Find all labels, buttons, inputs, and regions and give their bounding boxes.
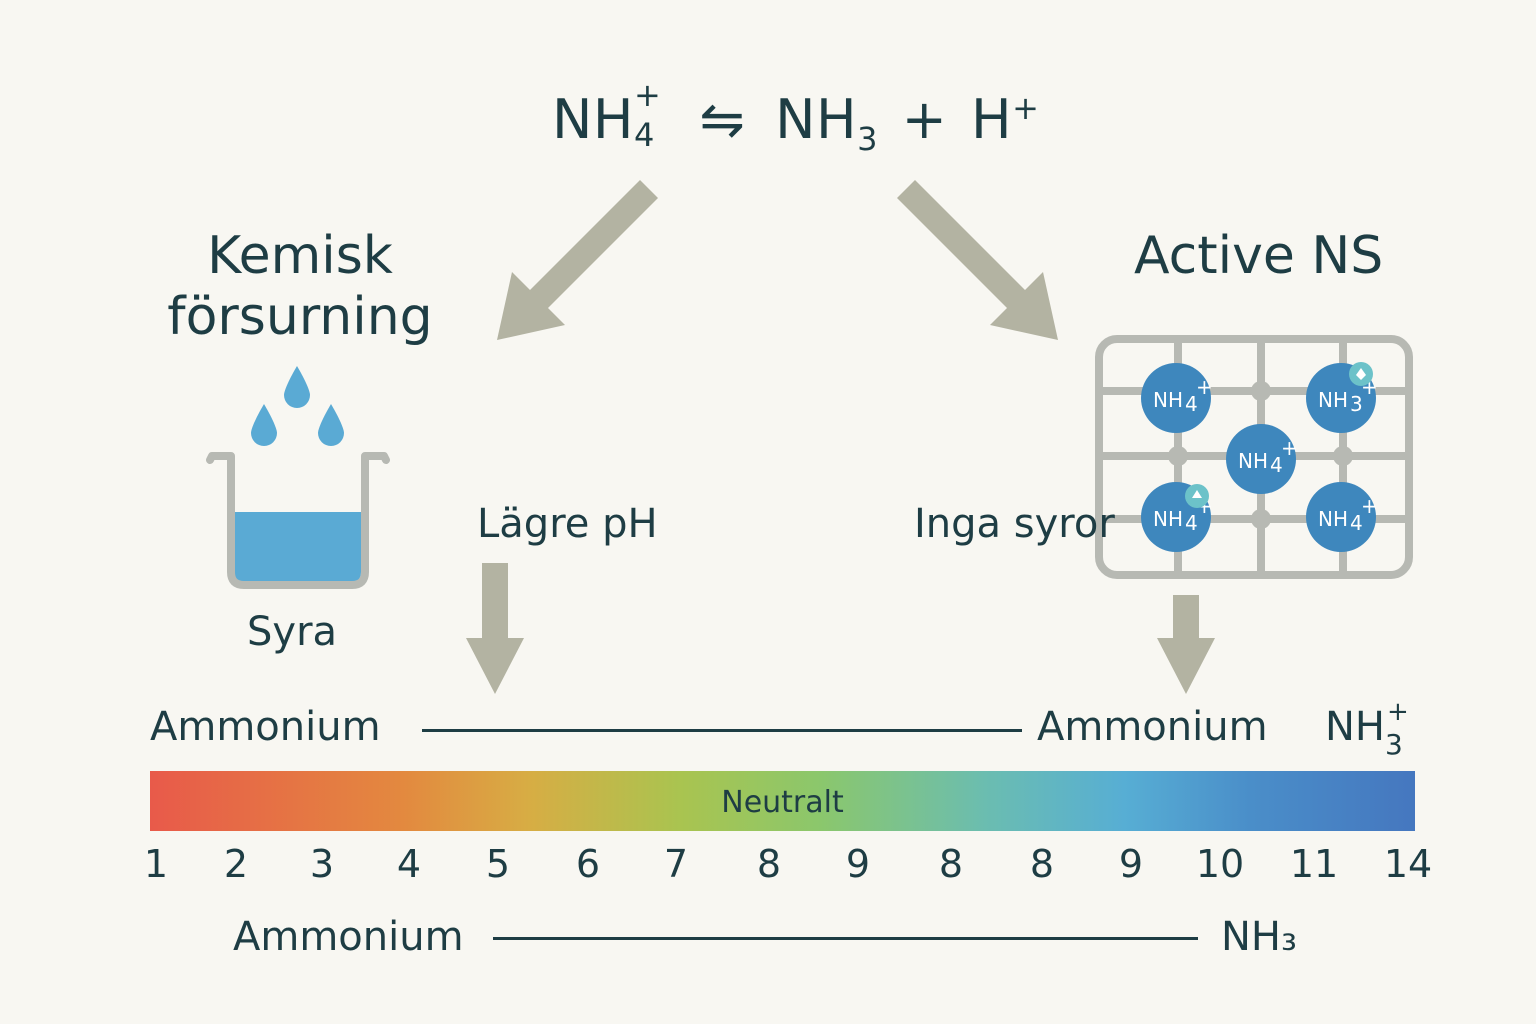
ph-gradient-bar: Neutralt (150, 771, 1415, 831)
equilibrium-equation: NH+4 ⇋ NH3 + H+ (552, 79, 1040, 158)
molecule-4: NH 4 + (1141, 482, 1213, 552)
left-heading-line2: försurning (167, 287, 433, 348)
left-heading: Kemisk försurning (140, 226, 460, 349)
molecule-3: NH 4 + (1226, 424, 1298, 494)
bottom-connector-line (493, 937, 1198, 940)
right-heading: Active NS (1134, 226, 1384, 286)
molecule-2: NH 3 + (1306, 362, 1378, 433)
neutral-label: Neutralt (721, 785, 844, 820)
svg-text:4: 4 (1270, 453, 1283, 477)
top-formula-sup: + (1387, 697, 1409, 727)
beaker-icon (206, 452, 390, 589)
ph-tick: 9 (845, 842, 871, 886)
svg-text:4: 4 (1350, 511, 1363, 535)
beaker-label: Syra (247, 609, 338, 655)
ph-tick: 2 (223, 842, 249, 886)
svg-text:NH: NH (1153, 388, 1183, 412)
arrow-down-left-icon (466, 563, 524, 694)
svg-text:NH: NH (1318, 507, 1348, 531)
svg-text:NH: NH (1238, 449, 1268, 473)
eq-hydrogen-sup: + (1012, 89, 1040, 127)
eq-ammonium-sub: 4 (634, 116, 655, 154)
top-formula-base: NH (1325, 704, 1385, 750)
svg-text:NH: NH (1318, 388, 1348, 412)
ph-tick-labels: 1 2 3 4 5 6 7 8 9 8 8 9 10 11 14 (140, 845, 1440, 885)
arrow-down-right-icon (1157, 595, 1215, 694)
ph-tick: 5 (485, 842, 511, 886)
no-acids-label: Inga syror (914, 501, 1115, 547)
ph-tick: 7 (663, 842, 689, 886)
bottom-right-ammonia-label: NH₃ (1221, 914, 1298, 960)
top-right-formula: NH+3 (1325, 699, 1409, 759)
top-connector-line (422, 729, 1022, 732)
eq-plus: + (901, 88, 948, 151)
top-formula-sub: 3 (1385, 728, 1403, 761)
molecule-5: NH 4 + (1306, 482, 1378, 552)
arrow-to-right-icon (897, 180, 1058, 340)
arrow-to-left-icon (497, 180, 658, 340)
svg-text:+: + (1361, 494, 1378, 518)
svg-text:4: 4 (1185, 511, 1198, 535)
svg-text:+: + (1196, 375, 1213, 399)
left-heading-line1: Kemisk (207, 226, 393, 286)
eq-ammonium-base: NH (552, 88, 634, 151)
ph-tick: 9 (1118, 842, 1144, 886)
ph-tick: 3 (309, 842, 335, 886)
ph-tick: 6 (575, 842, 601, 886)
eq-ammonium-sup: + (634, 76, 662, 114)
svg-text:4: 4 (1185, 392, 1198, 416)
bottom-left-ammonium-label: Ammonium (233, 914, 464, 960)
eq-hydrogen-base: H (971, 88, 1013, 151)
acid-droplets-icon (251, 366, 344, 446)
molecule-1: NH 4 + (1141, 363, 1213, 433)
lower-ph-label: Lägre pH (477, 501, 658, 547)
svg-text:+: + (1281, 436, 1298, 460)
ph-tick: 8 (938, 842, 964, 886)
ph-tick: 1 (143, 842, 169, 886)
svg-text:3: 3 (1350, 392, 1363, 416)
eq-ammonia-sub: 3 (857, 119, 878, 158)
ph-tick: 8 (1029, 842, 1055, 886)
top-left-ammonium-label: Ammonium (150, 704, 381, 750)
eq-ammonia-base: NH (775, 88, 858, 151)
svg-text:NH: NH (1153, 507, 1183, 531)
ph-tick: 4 (396, 842, 422, 886)
ph-tick: 14 (1383, 842, 1433, 886)
eq-arrow-icon: ⇋ (699, 88, 746, 151)
ph-tick: 8 (756, 842, 782, 886)
ph-tick: 10 (1195, 842, 1245, 886)
top-right-ammonium-label: Ammonium (1037, 704, 1268, 750)
ph-tick: 11 (1289, 842, 1339, 886)
grid-nodes (1168, 381, 1353, 529)
